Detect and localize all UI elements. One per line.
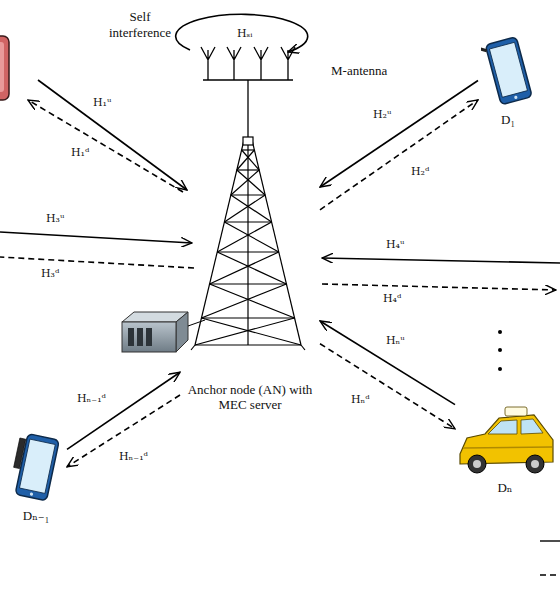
device-label: D₁ [499,112,517,129]
tower-strut [217,251,279,252]
tower-strut [242,149,255,150]
anchor-node: Anchor node (AN) with MEC server [180,130,320,415]
channel-arrows [0,80,560,290]
uplink-arrow [320,321,455,405]
tower-strut [231,170,259,195]
tower-strut [195,344,301,345]
legend-samples [540,541,560,575]
tablet-icon [481,32,536,112]
channel-label: Hₙ₋₁ᵈ [76,392,107,405]
tower-cap [243,137,253,145]
downlink-arrow [67,395,180,467]
device-node: D₁ [478,32,538,129]
tower-strut [201,318,301,345]
tower-strut [301,345,305,350]
tower-strut [224,221,271,222]
tower-strut [210,252,279,284]
channel-label: Hₙ₋₁ᵈ [118,450,149,463]
mec-server [122,312,205,352]
tower-strut [195,318,295,345]
continuation-dots [498,330,502,371]
tower-strut [195,140,244,345]
downlink-arrow [320,100,478,210]
tower-strut [210,283,287,284]
annotation: M-antenna [330,63,388,79]
channel-label: H₂ᵘ [372,108,392,121]
tower-strut [201,284,286,318]
antenna-array [201,47,295,140]
tower [191,137,305,350]
taxi-icon [455,392,555,480]
device-label: Dₙ₋₁ [21,508,51,525]
tower-strut [210,284,295,318]
channel-label: Hₙᵈ [350,393,371,406]
channel-label: H₁ᵈ [70,146,90,159]
channel-label: H₃ᵈ [40,267,60,280]
channel-label: Hₙᵘ [385,334,406,347]
channel-label: Hₛᵢ [236,27,254,40]
device-label: Dₙ [495,480,514,497]
annotation: Self interference [96,9,184,40]
tower-strut [247,140,248,345]
tower-strut [237,150,255,170]
uplink-arrow [67,372,180,449]
tower-strut [237,170,265,195]
channel-label: H₄ᵘ [385,238,405,251]
tower-strut [217,222,271,252]
tower-strut [224,195,265,222]
tower-strut [237,169,259,170]
tower-strut [224,222,278,252]
tower-strut [252,140,301,345]
channel-label: H₁ᵘ [92,96,112,109]
vehicle-node: Dₙ [455,392,555,497]
uplink-arrow [320,80,478,187]
tower-strut [242,150,260,170]
channel-label: H₄ᵈ [382,292,402,305]
tower-strut [231,195,272,222]
channel-label: H₂ᵈ [410,165,430,178]
channel-label: H₃ᵘ [45,212,65,225]
downlink-arrow [320,344,455,429]
device-cropped [0,36,9,100]
tower-strut [231,194,265,195]
tower-strut [217,252,286,284]
device-node: Dₙ₋₁ [5,428,67,525]
node-caption: Anchor node (AN) with MEC server [184,382,316,415]
tower-strut [191,345,195,350]
self-interference-loop [176,14,308,52]
tower-strut [201,317,294,318]
tablet-icon [9,428,64,508]
